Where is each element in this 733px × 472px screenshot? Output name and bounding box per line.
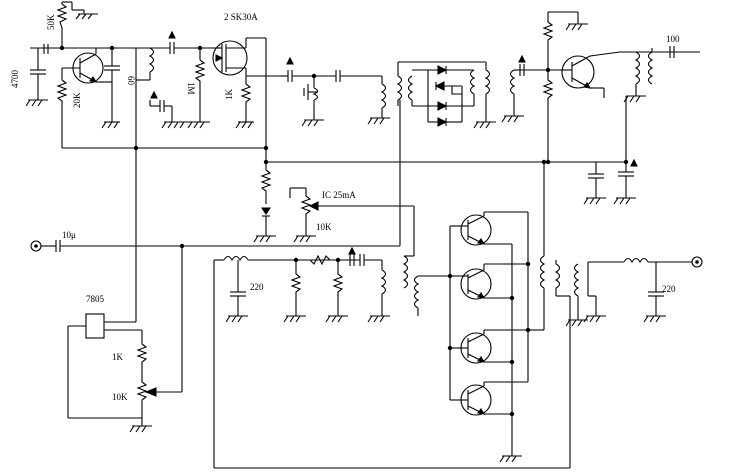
label-r1k-top: 1K [224, 89, 234, 101]
label-r1k-bottom: 1K [112, 352, 124, 362]
label-r1m: 1M [186, 82, 196, 95]
label-c100: 100 [666, 34, 680, 44]
label-r20k: 20K [72, 92, 82, 108]
supply-input [30, 100, 401, 392]
label-fet: 2 SK30A [224, 12, 258, 22]
output-filter [565, 256, 703, 327]
input-transistor-stage [25, 1, 280, 149]
label-ic: IC 25mA [322, 190, 356, 200]
label-reg: 7805 [86, 294, 105, 304]
regulator-section [67, 313, 182, 433]
output-amplifier-stage [266, 11, 700, 205]
power-amplifier-stage [213, 162, 571, 469]
junction-dots [59, 45, 629, 417]
filter-mixer-stage [280, 56, 496, 129]
bias-network [253, 148, 415, 256]
label-c220-right: 220 [662, 284, 676, 294]
label-pot10k-mid: 10K [316, 222, 332, 232]
label-c60: 60 [126, 76, 136, 86]
label-c10u: 10μ [62, 230, 76, 240]
label-pot10k-bottom: 10K [112, 392, 128, 402]
label-r50k: 50K [46, 14, 56, 30]
label-c220-left: 220 [250, 282, 264, 292]
label-c4700: 4700 [10, 70, 20, 89]
